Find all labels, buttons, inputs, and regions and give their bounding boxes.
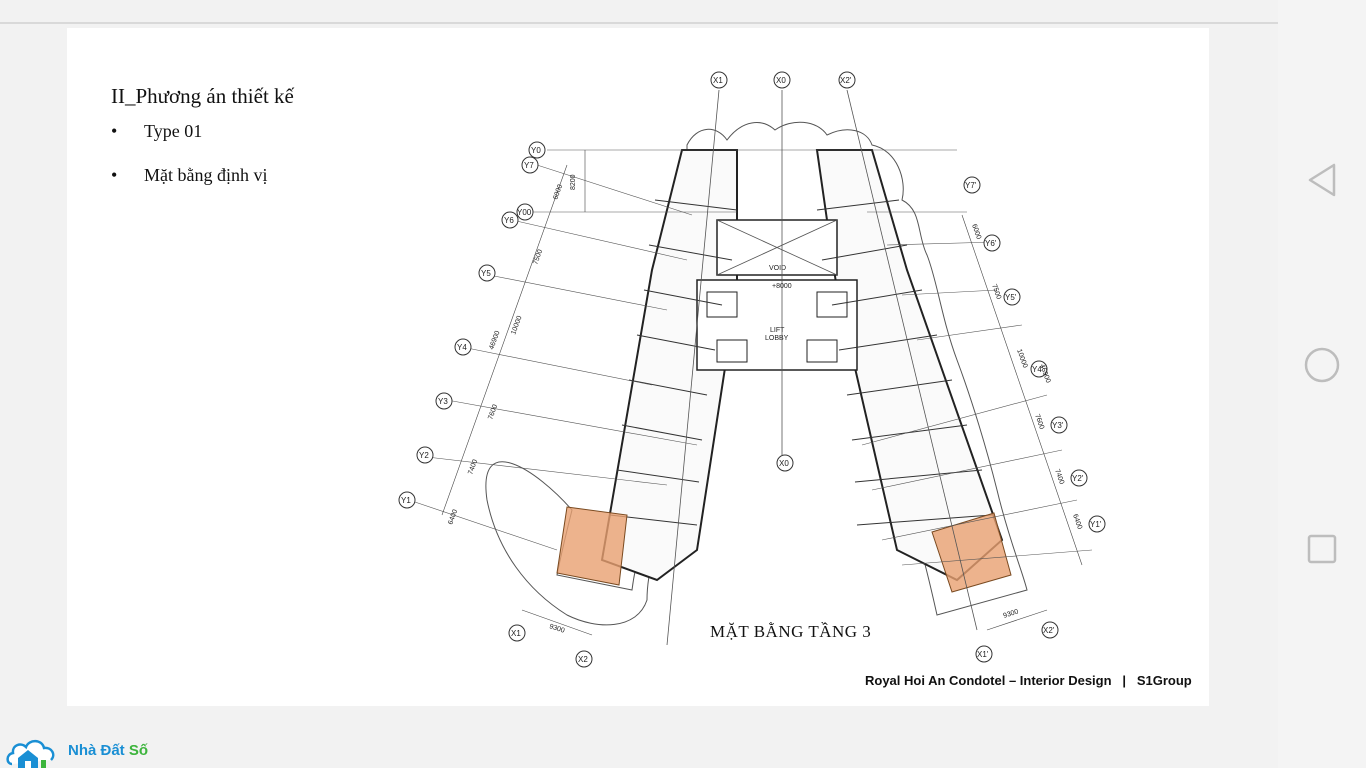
svg-text:6400: 6400 (447, 509, 459, 526)
slide-title: II_Phương án thiết kế (111, 84, 294, 108)
bullet-marker: • (111, 121, 118, 141)
svg-text:Y7': Y7' (965, 181, 977, 190)
svg-text:7400: 7400 (1053, 468, 1065, 485)
grid-x1-top: X1 (713, 76, 723, 85)
svg-text:Y4: Y4 (457, 343, 467, 352)
grid-x0-top: X0 (776, 76, 786, 85)
recent-apps-button[interactable] (1300, 527, 1344, 571)
svg-text:Y6': Y6' (985, 239, 997, 248)
svg-text:X1': X1' (977, 650, 989, 659)
svg-text:7500: 7500 (990, 283, 1002, 300)
svg-text:Y4': Y4' (1032, 365, 1044, 374)
svg-text:X2': X2' (1043, 626, 1055, 635)
svg-text:Y1': Y1' (1090, 520, 1102, 529)
svg-text:7500: 7500 (532, 249, 544, 266)
grid-x2p-top: X2' (840, 76, 852, 85)
back-button[interactable] (1300, 158, 1344, 202)
bullet-type: • Type 01 (111, 121, 202, 142)
bullet-layout: • Mặt bằng định vị (111, 165, 268, 186)
plan-caption: MẶT BẰNG TẦNG 3 (710, 622, 872, 641)
svg-text:Y3: Y3 (438, 397, 448, 406)
svg-text:7400: 7400 (467, 459, 479, 476)
svg-text:Y2': Y2' (1072, 474, 1084, 483)
svg-text:6000: 6000 (970, 223, 982, 240)
svg-text:6400: 6400 (1071, 513, 1083, 530)
brand-logo[interactable]: Nhà Đất Số (4, 732, 148, 768)
svg-text:Y7: Y7 (524, 161, 534, 170)
bullet-text: Mặt bằng định vị (144, 165, 268, 185)
android-nav-bar (1278, 0, 1366, 768)
svg-text:7600: 7600 (1033, 413, 1045, 430)
void-label: VOID (769, 265, 786, 272)
svg-text:Y1: Y1 (401, 496, 411, 505)
svg-text:Y6: Y6 (504, 216, 514, 225)
lift-label: LIFT (770, 327, 785, 334)
svg-text:9300: 9300 (1002, 608, 1019, 620)
brand-name: Nhà Đất Số (68, 741, 149, 759)
svg-text:Y5': Y5' (1005, 293, 1017, 302)
svg-text:Y00: Y00 (517, 208, 532, 217)
top-status-bar (0, 0, 1278, 24)
svg-text:8200: 8200 (570, 174, 577, 190)
svg-text:10000: 10000 (1015, 348, 1028, 369)
svg-text:Y2: Y2 (419, 451, 429, 460)
svg-text:Y5: Y5 (481, 269, 491, 278)
svg-text:7600: 7600 (487, 404, 499, 421)
lobby-label: LOBBY (765, 335, 789, 342)
svg-text:X0: X0 (779, 459, 789, 468)
slide-footer: Royal Hoi An Condotel – Interior Design … (865, 673, 1192, 688)
svg-text:Y3': Y3' (1052, 421, 1064, 430)
svg-text:6000: 6000 (552, 184, 564, 201)
back-triangle-icon (1308, 163, 1336, 197)
recent-square-icon (1307, 534, 1337, 564)
bullet-text: Type 01 (144, 121, 203, 141)
presentation-slide: II_Phương án thiết kế • Type 01 • Mặt bằ… (67, 28, 1209, 706)
home-button[interactable] (1300, 343, 1344, 387)
svg-text:X1: X1 (511, 629, 521, 638)
home-circle-icon (1304, 347, 1340, 383)
svg-text:X2: X2 (578, 655, 588, 664)
svg-text:Y0: Y0 (531, 146, 541, 155)
bullet-marker: • (111, 165, 118, 185)
cloud-house-icon (6, 739, 55, 768)
highlight-unit-left (556, 506, 628, 586)
floor-plan-drawing: VOID LIFT LOBBY +8000 (398, 71, 1106, 668)
svg-text:46900: 46900 (488, 330, 501, 351)
highlight-unit-right (931, 512, 1012, 593)
svg-text:9300: 9300 (548, 623, 565, 635)
